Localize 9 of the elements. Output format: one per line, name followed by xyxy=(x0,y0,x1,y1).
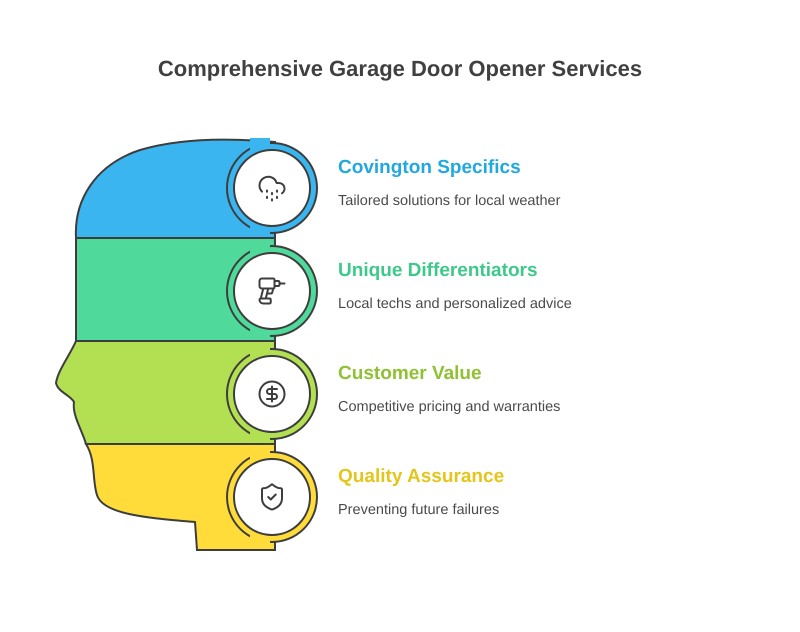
section-heading: Covington Specifics xyxy=(338,157,522,179)
section-description: Local techs and personalized advice xyxy=(338,296,573,312)
section-heading: Customer Value xyxy=(338,363,483,385)
section-description: Tailored solutions for local weather xyxy=(338,193,562,209)
section-description: Competitive pricing and warranties xyxy=(338,399,562,415)
section-heading: Unique Differentiators xyxy=(338,260,539,282)
section-heading: Quality Assurance xyxy=(338,466,506,488)
title: Comprehensive Garage Door Opener Services xyxy=(156,56,644,82)
section-description: Preventing future failures xyxy=(338,502,500,518)
